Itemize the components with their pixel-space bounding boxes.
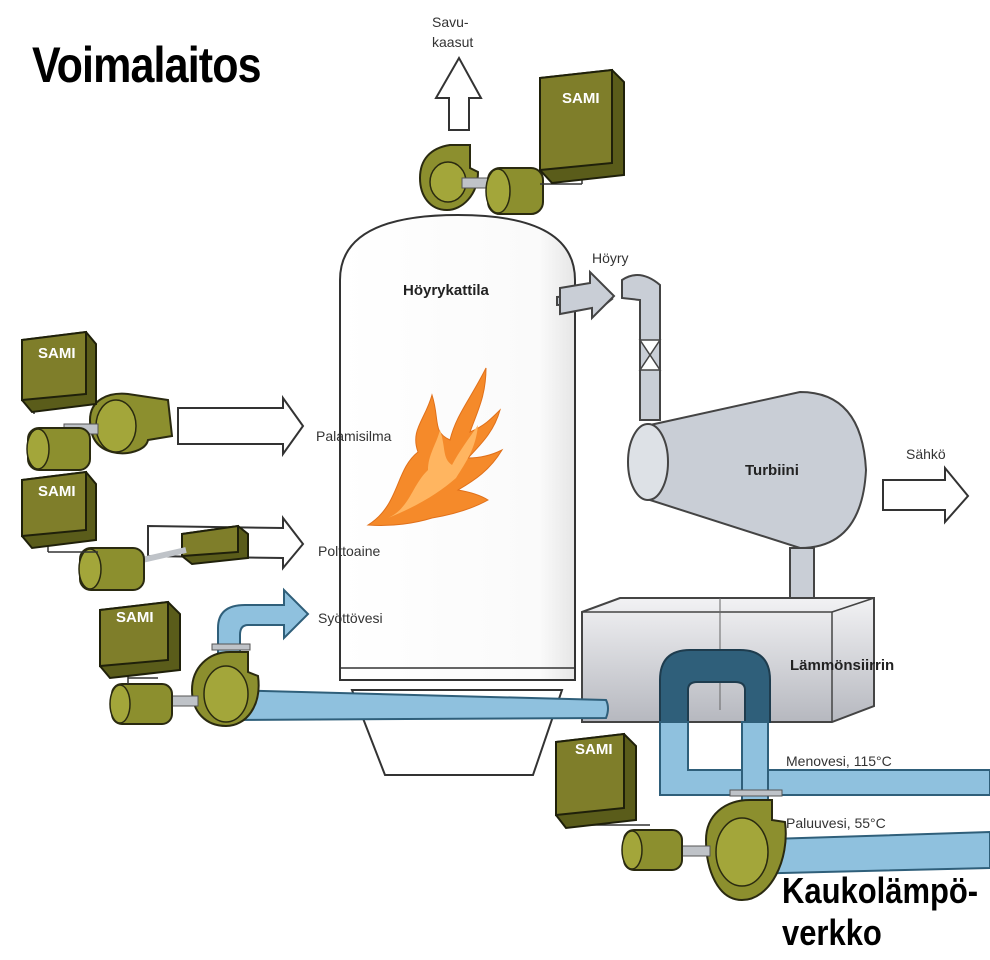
feed-water-pump: SAMI bbox=[99, 587, 609, 728]
label-district-heat-1: Kaukolämpö- bbox=[782, 870, 979, 911]
label-district-heat-2: verkko bbox=[782, 912, 882, 953]
flue-gas-fan: SAMI bbox=[418, 55, 625, 215]
label-boiler: Höyrykattila bbox=[403, 282, 489, 299]
page-title: Voimalaitos bbox=[32, 37, 262, 93]
label-steam: Höyry bbox=[592, 250, 629, 266]
district-heating-pipes bbox=[659, 721, 990, 876]
sami-label-air: SAMI bbox=[38, 345, 76, 362]
label-flue-gas-2: kaasut bbox=[432, 34, 474, 50]
electricity-arrow bbox=[882, 465, 970, 525]
label-fuel: Polttoaine bbox=[318, 543, 381, 559]
sami-label-fuel: SAMI bbox=[38, 483, 76, 500]
heat-exchanger bbox=[581, 597, 875, 723]
fuel-feeder: SAMI bbox=[21, 470, 305, 591]
sami-label-top: SAMI bbox=[562, 90, 600, 107]
district-heating-pump: SAMI bbox=[555, 732, 787, 902]
label-electricity: Sähkö bbox=[906, 446, 946, 462]
sami-label-district: SAMI bbox=[575, 741, 613, 758]
sami-label-feedwater: SAMI bbox=[116, 609, 154, 626]
steam-pipe bbox=[556, 269, 662, 421]
label-supply-water: Menovesi, 115°C bbox=[786, 753, 892, 769]
label-combustion-air: Palamisilma bbox=[316, 428, 392, 444]
turbine bbox=[627, 390, 868, 601]
flame-icon bbox=[366, 367, 504, 526]
label-heat-exchanger: Lämmönsiirrin bbox=[790, 657, 895, 674]
label-turbine: Turbiini bbox=[745, 462, 799, 479]
label-flue-gas-1: Savu- bbox=[432, 14, 469, 30]
label-return-water: Paluuvesi, 55°C bbox=[786, 815, 886, 831]
combustion-air-fan: SAMI bbox=[21, 330, 305, 471]
label-feed-water: Syöttövesi bbox=[318, 610, 383, 626]
